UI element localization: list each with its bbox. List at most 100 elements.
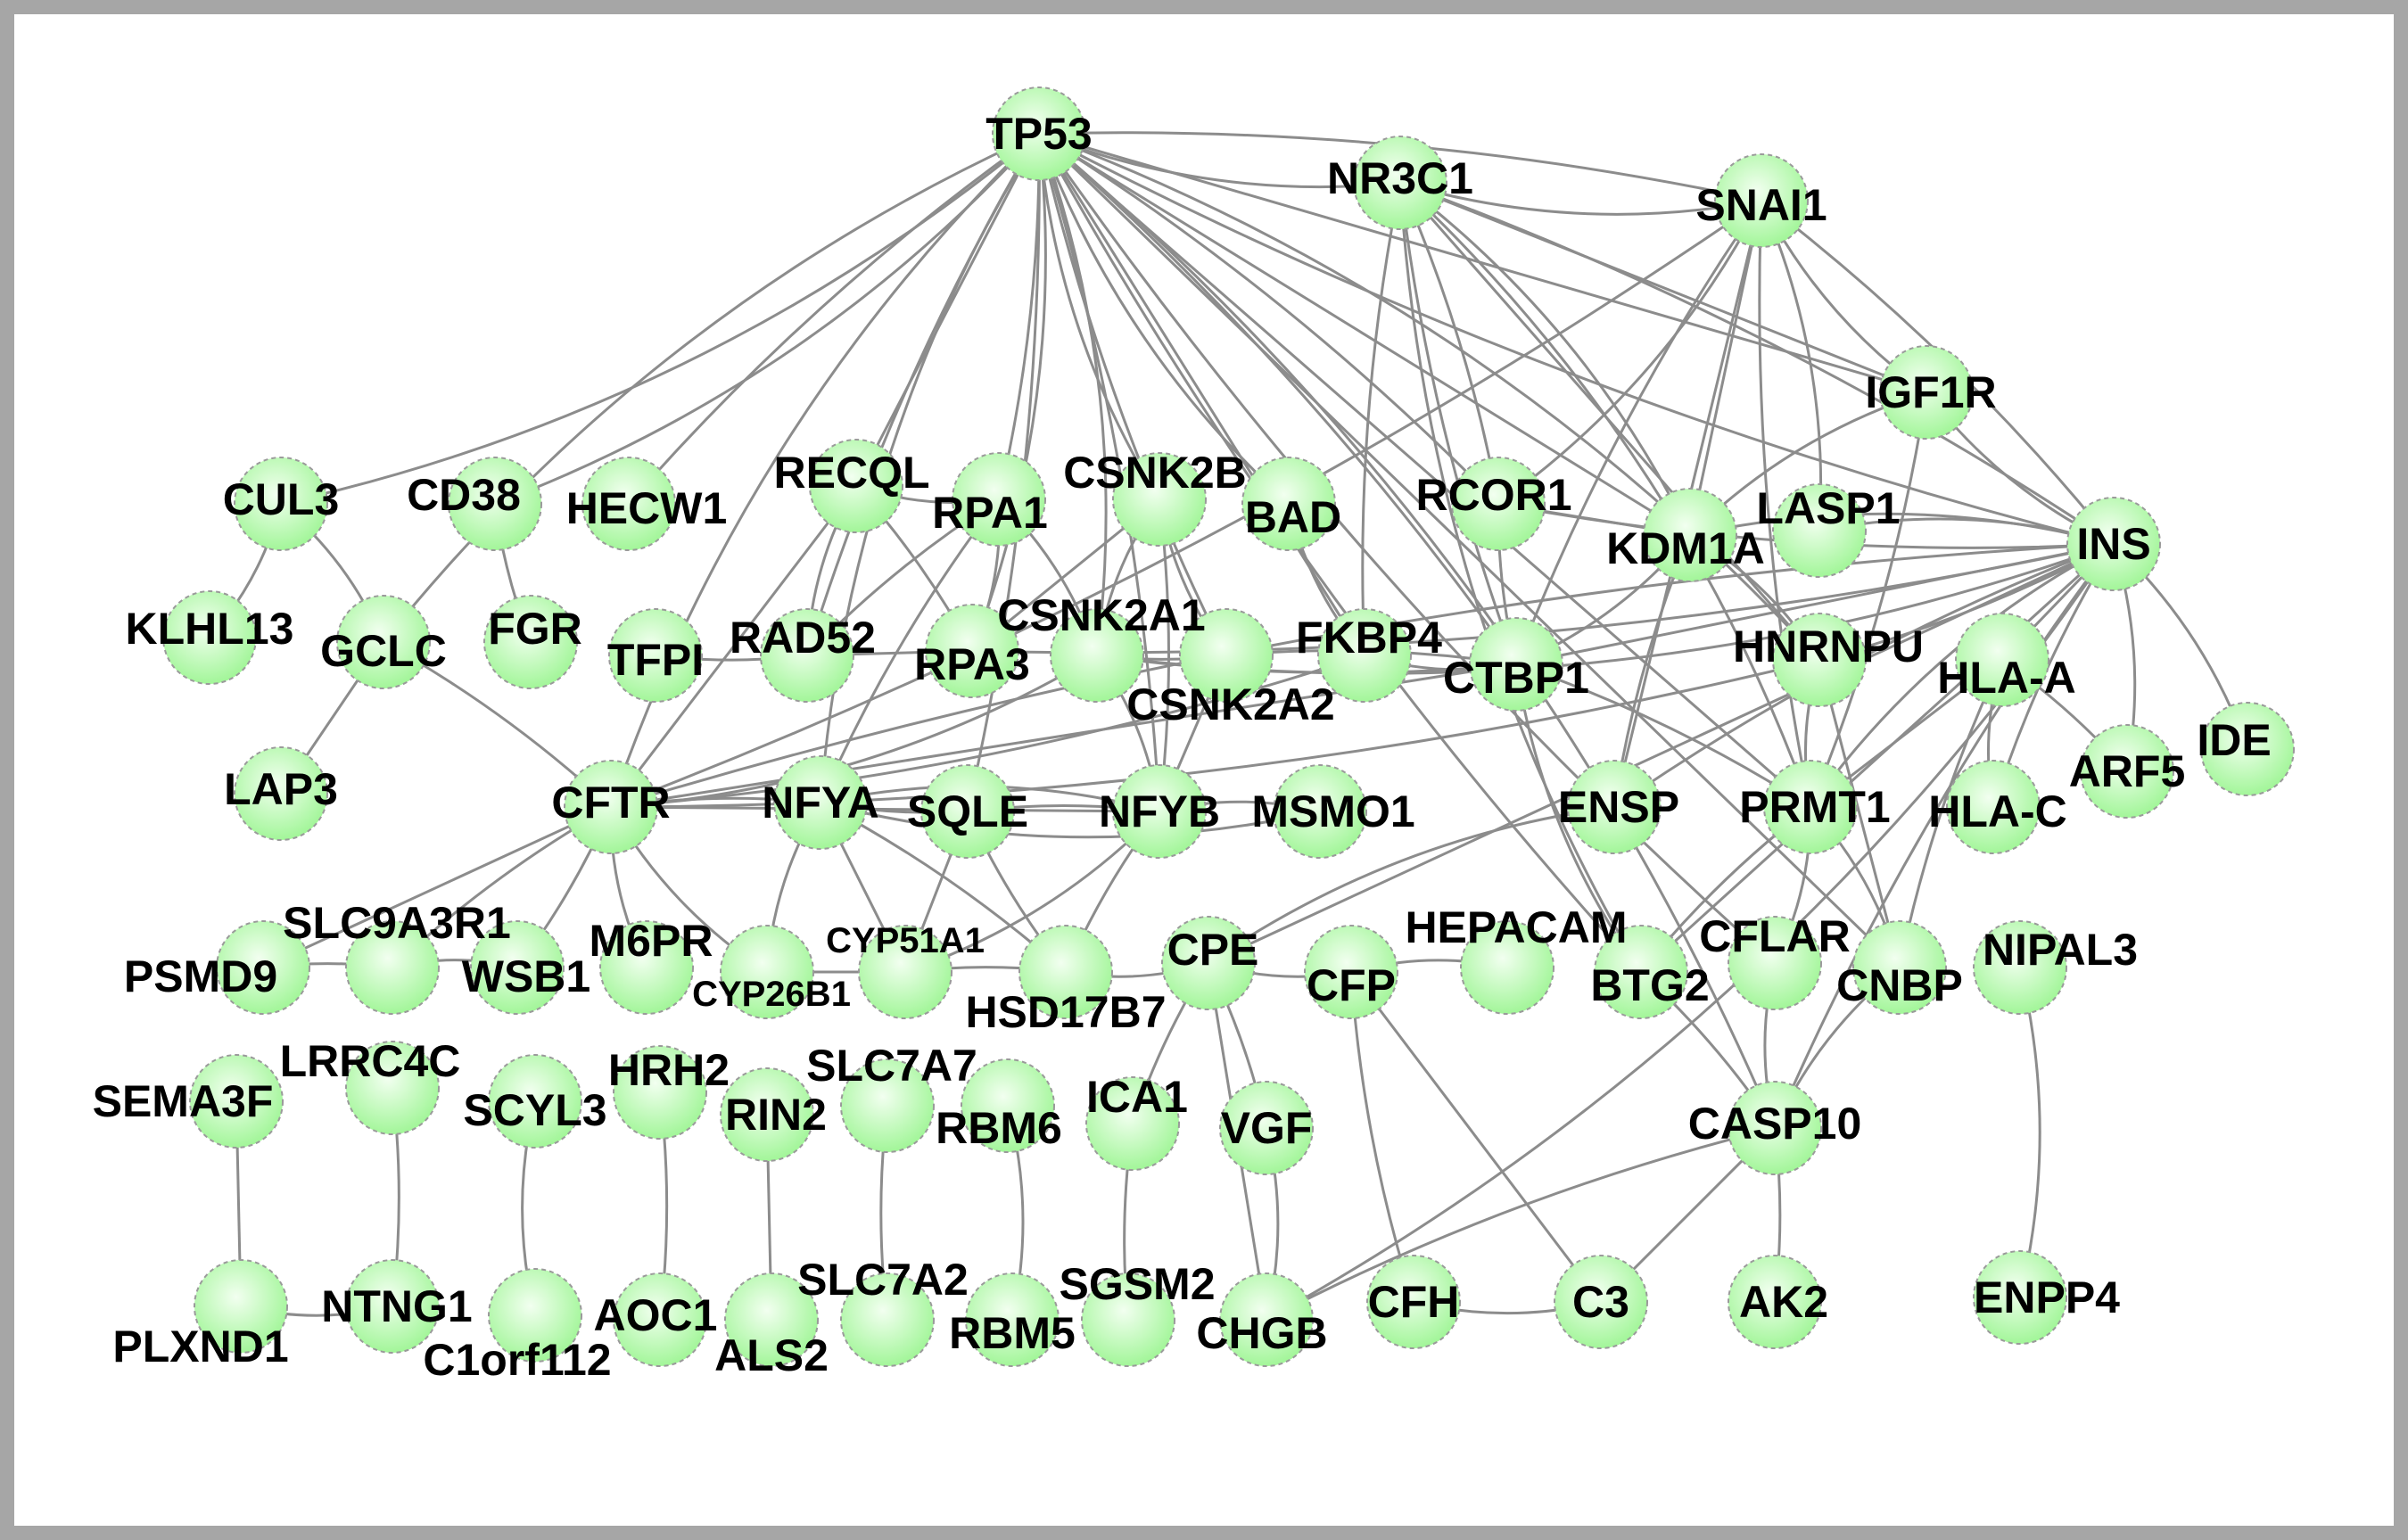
node-psmd9[interactable] xyxy=(216,920,310,1015)
node-label-cd38: CD38 xyxy=(407,470,521,520)
node-hla-a[interactable] xyxy=(1955,613,2049,707)
edge-igf1r-prmt1 xyxy=(1809,391,1928,808)
edge-ins-casp10 xyxy=(1773,543,2115,1129)
node-arf5[interactable] xyxy=(2080,724,2174,819)
node-hrh2[interactable] xyxy=(613,1045,707,1140)
node-label-rpa1: RPA1 xyxy=(932,488,1048,538)
node-hsd17b7[interactable] xyxy=(1018,925,1113,1019)
node-ins[interactable] xyxy=(2066,497,2161,591)
node-kdm1a[interactable] xyxy=(1643,488,1737,582)
node-slc9a3r1[interactable] xyxy=(345,920,440,1015)
node-lap3[interactable] xyxy=(234,746,328,841)
node-label-cyp26b1: CYP26B1 xyxy=(692,975,851,1014)
node-cnbp[interactable] xyxy=(1852,920,1947,1015)
node-hepacam[interactable] xyxy=(1460,920,1554,1015)
node-chgb[interactable] xyxy=(1219,1272,1314,1367)
node-cyp26b1[interactable] xyxy=(720,925,814,1019)
node-label-vgf: VGF xyxy=(1221,1103,1313,1153)
node-c1orf112[interactable] xyxy=(488,1268,582,1363)
node-slc7a2[interactable] xyxy=(840,1272,935,1367)
edge-tp53-nr3c1 xyxy=(1038,132,1401,189)
node-cd38[interactable] xyxy=(448,457,542,551)
node-label-nipal3: NIPAL3 xyxy=(1983,925,2138,975)
node-cul3[interactable] xyxy=(234,457,328,551)
node-klhl13[interactable] xyxy=(162,590,257,685)
node-csnk2a1[interactable] xyxy=(1050,608,1144,703)
node-label-fgr: FGR xyxy=(488,604,582,654)
node-csnk2a2[interactable] xyxy=(1179,608,1274,703)
node-nipal3[interactable] xyxy=(1973,920,2067,1015)
node-rpa1[interactable] xyxy=(952,452,1046,547)
node-ica1[interactable] xyxy=(1085,1076,1180,1171)
edge-tp53-casp10 xyxy=(1038,132,1777,1129)
node-scyl3[interactable] xyxy=(488,1054,582,1149)
node-fkbp4[interactable] xyxy=(1317,608,1412,703)
edge-tp53-rcor1 xyxy=(1038,132,1500,506)
node-rbm5[interactable] xyxy=(965,1272,1060,1367)
edge-snai1-prmt1 xyxy=(1758,200,1812,808)
node-hla-c[interactable] xyxy=(1946,760,2041,854)
node-prmt1[interactable] xyxy=(1763,760,1858,854)
node-label-slc7a7: SLC7A7 xyxy=(806,1041,977,1091)
node-nfyb[interactable] xyxy=(1112,764,1207,859)
node-sqle[interactable] xyxy=(920,764,1015,859)
edge-nr3c1-ins xyxy=(1399,181,2115,546)
node-ntng1[interactable] xyxy=(345,1259,440,1354)
node-cfh[interactable] xyxy=(1366,1255,1461,1349)
node-wsb1[interactable] xyxy=(470,920,565,1015)
node-rcor1[interactable] xyxy=(1451,457,1546,551)
edge-snai1-ctbp1 xyxy=(1514,200,1763,665)
node-sema3f[interactable] xyxy=(189,1054,284,1149)
node-rad52[interactable] xyxy=(760,608,854,703)
node-nr3c1[interactable] xyxy=(1353,136,1447,230)
node-tfpi[interactable] xyxy=(608,608,703,703)
node-m6pr[interactable] xyxy=(599,920,694,1015)
node-lasp1[interactable] xyxy=(1772,483,1867,578)
edge-rpa1-nfya xyxy=(819,498,1001,803)
node-lrrc4c[interactable] xyxy=(345,1041,440,1135)
node-rin2[interactable] xyxy=(720,1067,814,1162)
edge-tp53-cnbp xyxy=(1037,132,1901,969)
node-gclc[interactable] xyxy=(336,595,431,689)
node-ensp[interactable] xyxy=(1567,760,1662,854)
node-ak2[interactable] xyxy=(1728,1255,1822,1349)
edge-tp53-csnk2a1 xyxy=(1037,133,1108,656)
edge-ins-btg2 xyxy=(1639,542,2115,974)
node-ide[interactable] xyxy=(2200,702,2295,796)
node-label-prmt1: PRMT1 xyxy=(1739,782,1890,832)
node-cftr[interactable] xyxy=(564,760,658,854)
node-rbm6[interactable] xyxy=(961,1058,1055,1153)
node-hnrnpu[interactable] xyxy=(1772,613,1867,707)
node-cyp51a1[interactable] xyxy=(858,925,952,1019)
node-nfya[interactable] xyxy=(773,755,868,850)
node-igf1r[interactable] xyxy=(1879,345,1974,440)
node-cfp[interactable] xyxy=(1304,925,1398,1019)
node-recql[interactable] xyxy=(809,439,903,533)
node-label-hla-a: HLA-A xyxy=(1937,653,2076,703)
edge-nr3c1-btg2 xyxy=(1398,182,1643,973)
node-ctbp1[interactable] xyxy=(1469,617,1563,712)
node-vgf[interactable] xyxy=(1219,1081,1314,1175)
node-slc7a7[interactable] xyxy=(840,1058,935,1153)
node-label-hla-c: HLA-C xyxy=(1928,786,2067,836)
node-rpa3[interactable] xyxy=(925,604,1019,698)
node-als2[interactable] xyxy=(724,1272,819,1367)
node-label-ensp: ENSP xyxy=(1558,782,1679,832)
node-snai1[interactable] xyxy=(1714,153,1809,248)
node-sgsm2[interactable] xyxy=(1081,1272,1175,1367)
node-hecw1[interactable] xyxy=(581,457,676,551)
node-cflar[interactable] xyxy=(1728,916,1822,1010)
node-tp53[interactable] xyxy=(992,86,1086,181)
node-bad[interactable] xyxy=(1241,457,1336,551)
node-fgr[interactable] xyxy=(483,595,578,689)
node-label-cpe: CPE xyxy=(1167,925,1259,975)
node-c3[interactable] xyxy=(1554,1255,1648,1349)
node-enpp4[interactable] xyxy=(1973,1250,2067,1345)
node-plxnd1[interactable] xyxy=(194,1259,288,1354)
node-cpe[interactable] xyxy=(1161,916,1256,1010)
node-casp10[interactable] xyxy=(1728,1081,1822,1175)
node-csnk2b[interactable] xyxy=(1112,452,1207,547)
node-btg2[interactable] xyxy=(1594,925,1688,1019)
node-aoc1[interactable] xyxy=(613,1272,707,1367)
node-msmo1[interactable] xyxy=(1273,764,1367,859)
